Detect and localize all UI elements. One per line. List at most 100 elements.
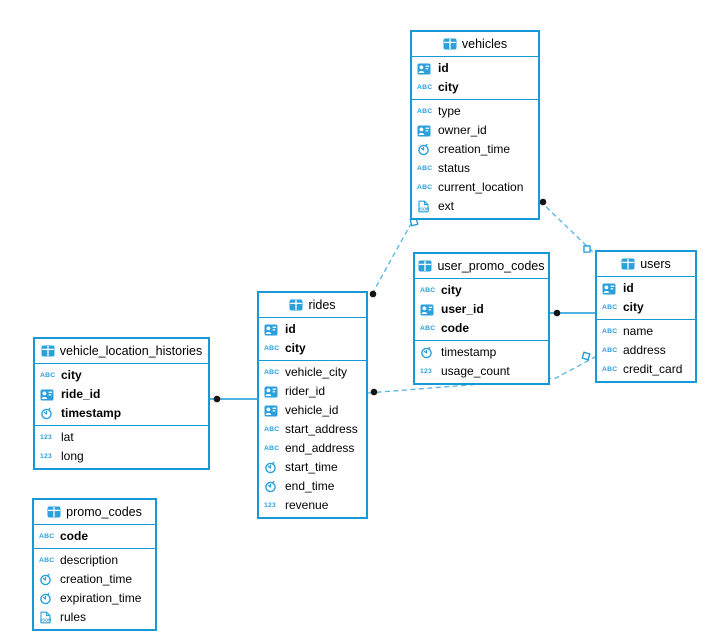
column-label: end_address (285, 441, 355, 455)
abc-text-icon: ABC (420, 325, 436, 332)
abc-text-icon: ABC (264, 369, 280, 376)
abc-text-icon: ABC (417, 84, 433, 91)
column-label: id (623, 281, 634, 295)
column-row-owner_id[interactable]: owner_id (412, 121, 538, 140)
id-card-icon (417, 125, 434, 137)
table-grid-icon (443, 38, 457, 50)
column-row-ride_id[interactable]: ride_id (35, 385, 208, 404)
clock-icon (264, 461, 281, 474)
json-doc-icon: JSON (417, 200, 434, 213)
column-row-city[interactable]: ABC city (412, 78, 538, 97)
column-row-rider_id[interactable]: rider_id (259, 382, 366, 401)
column-row-start_time[interactable]: start_time (259, 458, 366, 477)
column-label: current_location (438, 180, 524, 194)
number-123-icon: 123 (40, 434, 52, 441)
column-row-vehicle_id[interactable]: vehicle_id (259, 401, 366, 420)
column-label: ext (438, 199, 455, 213)
column-label: city (623, 300, 644, 314)
column-row-rules[interactable]: JSON rules (34, 608, 155, 627)
column-row-id[interactable]: id (597, 279, 695, 298)
column-row-creation_time[interactable]: creation_time (34, 570, 155, 589)
column-row-name[interactable]: ABC name (597, 322, 695, 341)
relationship-diamond-end (581, 351, 591, 361)
column-row-ext[interactable]: JSON ext (412, 197, 538, 216)
column-label: city (61, 368, 82, 382)
table-header[interactable]: vehicle_location_histories (35, 339, 208, 364)
id-card-icon (602, 283, 619, 295)
column-label: type (438, 104, 461, 118)
id-card-icon (420, 304, 437, 316)
column-row-creation_time[interactable]: creation_time (412, 140, 538, 159)
number-123-icon: 123 (40, 453, 52, 460)
column-row-end_address[interactable]: ABC end_address (259, 439, 366, 458)
svg-text:JSON: JSON (40, 618, 51, 623)
relationship-dot-end (539, 198, 547, 206)
column-row-timestamp[interactable]: timestamp (415, 343, 548, 362)
column-label: code (60, 529, 89, 543)
column-label: ride_id (61, 387, 101, 401)
number-123-icon: 123 (420, 368, 432, 375)
column-row-expiration_time[interactable]: expiration_time (34, 589, 155, 608)
table-title: users (640, 257, 671, 271)
column-row-timestamp[interactable]: timestamp (35, 404, 208, 423)
abc-text-icon: ABC (420, 287, 436, 294)
column-row-id[interactable]: id (412, 59, 538, 78)
abc-text-icon: ABC (417, 165, 433, 172)
table-header[interactable]: promo_codes (34, 500, 155, 525)
abc-text-icon: ABC (602, 366, 618, 373)
table-header[interactable]: users (597, 252, 695, 277)
column-row-id[interactable]: id (259, 320, 366, 339)
relationship-rides-users (367, 356, 596, 394)
column-row-end_time[interactable]: end_time (259, 477, 366, 496)
column-label: rules (60, 610, 87, 624)
json-doc-icon: JSON (39, 611, 56, 624)
table-title: user_promo_codes (437, 259, 545, 273)
column-row-user_id[interactable]: user_id (415, 300, 548, 319)
column-label: name (623, 324, 654, 338)
clock-icon (417, 143, 434, 156)
column-label: end_time (285, 479, 335, 493)
id-card-icon (417, 63, 434, 75)
abc-text-icon: ABC (39, 557, 55, 564)
table-header[interactable]: vehicles (412, 32, 538, 57)
abc-text-icon: ABC (264, 445, 280, 452)
column-label: id (285, 322, 296, 336)
table-header[interactable]: user_promo_codes (415, 254, 548, 279)
column-label: city (438, 80, 459, 94)
table-header[interactable]: rides (259, 293, 366, 318)
column-label: vehicle_id (285, 403, 339, 417)
abc-text-icon: ABC (602, 328, 618, 335)
svg-text:JSON: JSON (418, 207, 429, 212)
relationship-dot-end (370, 388, 378, 396)
column-row-code[interactable]: ABC code (415, 319, 548, 338)
column-label: code (441, 321, 470, 335)
